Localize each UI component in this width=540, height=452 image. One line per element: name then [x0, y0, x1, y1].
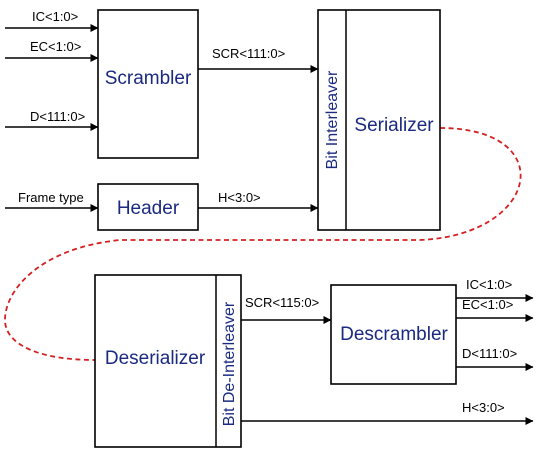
header-block [97, 183, 199, 231]
scrambler-block [97, 9, 199, 159]
h-tx-label: H<3:0> [218, 190, 261, 205]
d-in-label: D<111:0> [30, 109, 85, 124]
ic-out-label: IC<1:0> [466, 277, 512, 292]
bit-deinterleaver-label: Bit De-Interleaver [221, 301, 238, 426]
descrambler-block [330, 284, 457, 385]
ic-in-label: IC<1:0> [32, 9, 78, 24]
ec-in-label: EC<1:0> [30, 39, 81, 54]
scrambler-label: Scrambler [105, 68, 192, 89]
ec-out-label: EC<1:0> [462, 297, 513, 312]
descrambler-label: Descrambler [340, 324, 448, 345]
frame-type-label: Frame type [18, 190, 84, 205]
scr-rx-label: SCR<115:0> [245, 295, 319, 310]
serializer-label: Serializer [354, 115, 434, 136]
deserializer-label: Deserializer [105, 348, 206, 369]
scr-tx-label: SCR<111:0> [212, 46, 285, 61]
header-label: Header [117, 198, 180, 219]
d-out-label: D<111:0> [462, 346, 517, 361]
serializer-block [317, 9, 441, 231]
h-out-label: H<3:0> [462, 400, 505, 415]
bit-interleaver-label: Bit Interleaver [324, 70, 341, 169]
